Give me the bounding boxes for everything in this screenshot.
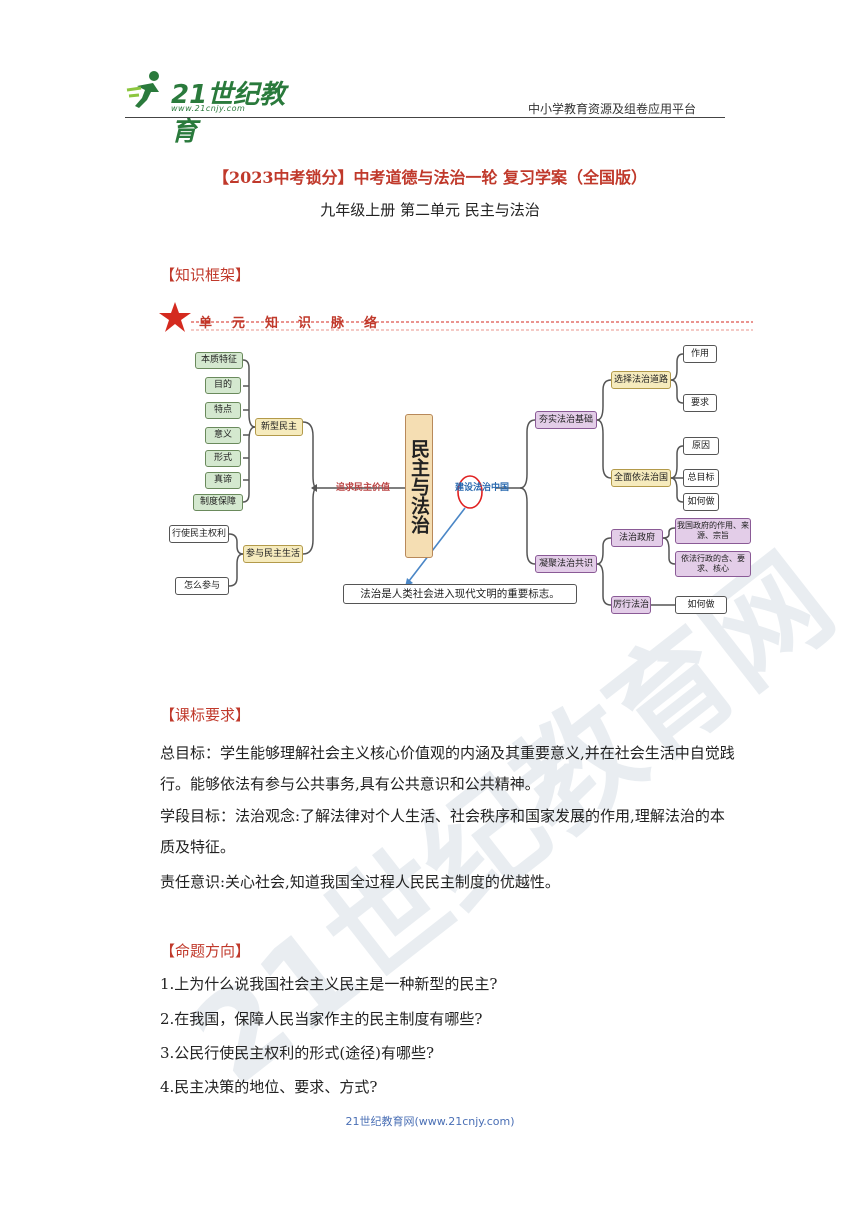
question-4: 4.民主决策的地位、要求、方式? [160,1078,378,1096]
question-1: 1.上为什么说我国社会主义民主是一种新型的民主? [160,975,498,993]
footer: 21世纪教育网(www.21cnjy.com) [345,1115,515,1128]
item-features: 特点 [205,402,241,419]
group-solid-foundation: 夯实法治基础 [535,411,597,429]
item-goal: 总目标 [683,469,719,487]
item-institution: 制度保障 [193,494,243,511]
header-divider [125,117,725,118]
item-significance: 意义 [205,427,241,444]
curriculum-p3: 责任意识:关心社会,知道我国全过程人民民主制度的优越性。 [160,873,560,891]
section-curriculum: 【课标要求】 [160,706,251,724]
node-practice-law: 厉行法治 [611,596,651,614]
item-reason: 原因 [683,437,719,455]
header-tagline: 中小学教育资源及组卷应用平台 [528,102,697,116]
question-3: 3.公民行使民主权利的形式(途径)有哪些? [160,1044,435,1062]
item-admin-law: 依法行政的含、要求、核心 [675,551,751,577]
item-purpose: 目的 [205,377,241,394]
logo-url: www.21cnjy.com [171,104,246,113]
item-gov-role: 我国政府的作用、来源、宗旨 [675,518,751,544]
node-choose-path: 选择法治道路 [611,371,671,389]
item-exercise-rights: 行使民主权利 [169,525,229,543]
logo-text: 21世纪教育 [171,80,286,147]
mindmap: 单元知识脉络 民主与法治 追求民主价值 建设法治中国 新型民主 本质特征 目的 … [155,296,757,626]
item-essence-truth: 真谛 [205,472,241,489]
item-requirement: 要求 [683,394,717,412]
banner-title: 单元知识脉络 [199,316,398,331]
curriculum-p1: 总目标：学生能够理解社会主义核心价值观的内涵及其重要意义,并在社会生活中自觉践行… [160,744,735,793]
group-participate: 参与民主生活 [243,545,303,563]
item-role: 作用 [683,345,717,363]
item-practice-how: 如何做 [675,596,727,614]
page-title: 【2023中考锁分】中考道德与法治一轮 复习学案（全国版） [212,168,648,187]
question-2: 2.在我国，保障人民当家作主的民主制度有哪些? [160,1010,483,1028]
section-direction: 【命题方向】 [160,942,251,960]
curriculum-p2: 学段目标：法治观念:了解法律对个人生活、社会秩序和国家发展的作用,理解法治的本质… [160,807,725,856]
item-how-participate: 怎么参与 [175,577,229,595]
item-essence: 本质特征 [195,352,243,369]
center-node: 民主与法治 [405,414,433,558]
right-branch-label: 建设法治中国 [454,482,509,493]
runner-icon [126,71,159,108]
section-framework: 【知识框架】 [160,266,251,284]
page-subtitle: 九年级上册 第二单元 民主与法治 [320,201,540,219]
group-consensus: 凝聚法治共识 [535,555,597,573]
mindmap-connectors [159,302,753,606]
node-rule-of-law: 全面依法治国 [611,469,671,487]
left-branch-label: 追求民主价值 [335,482,390,493]
logo: 21世纪教育 www.21cnjy.com [125,68,305,147]
item-forms: 形式 [205,450,241,467]
mindmap-note: 法治是人类社会进入现代文明的重要标志。 [343,584,577,604]
item-how-to-do: 如何做 [683,493,719,511]
group-new-democracy: 新型民主 [255,418,303,436]
node-law-government: 法治政府 [611,529,663,547]
